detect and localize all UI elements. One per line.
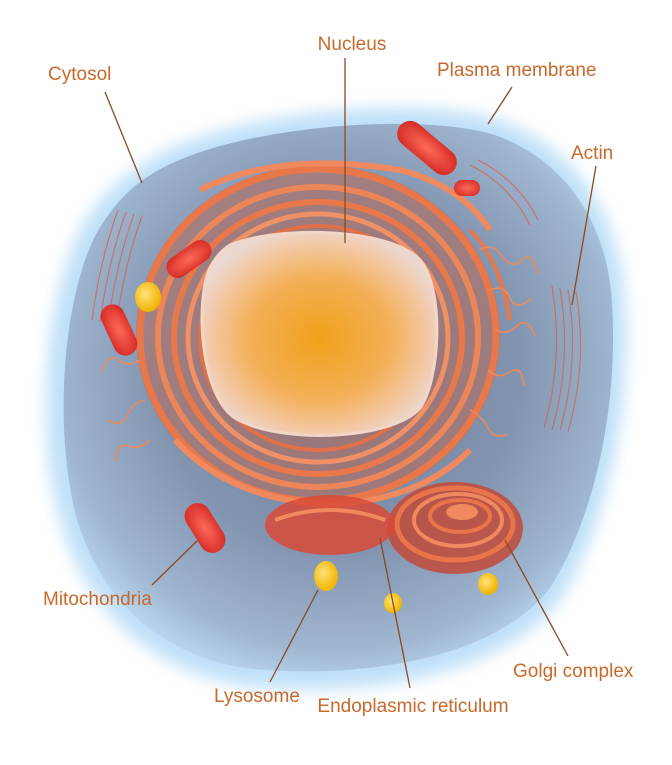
label-er-line1: Endoplasmic (317, 696, 427, 717)
label-lysosome: Lysosome (214, 686, 300, 707)
label-cytosol: Cytosol (48, 64, 112, 85)
er-tubules (101, 246, 539, 463)
nucleus (200, 230, 439, 437)
label-plasma-membrane: Plasma membrane (437, 60, 597, 81)
label-endoplasmic-reticulum: Endoplasmic reticulum (317, 696, 508, 718)
golgi-complex (387, 482, 523, 574)
label-mitochondria: Mitochondria (43, 589, 152, 610)
rough-er-patch (265, 495, 395, 555)
leader-lines (104, 58, 597, 689)
label-actin: Actin (571, 143, 614, 164)
mitochondria (100, 120, 480, 553)
label-nucleus: Nucleus (317, 34, 387, 55)
label-golgi-complex: Golgi complex (513, 661, 634, 682)
actin-filaments (91, 159, 582, 433)
label-er-line2: reticulum (431, 696, 509, 717)
